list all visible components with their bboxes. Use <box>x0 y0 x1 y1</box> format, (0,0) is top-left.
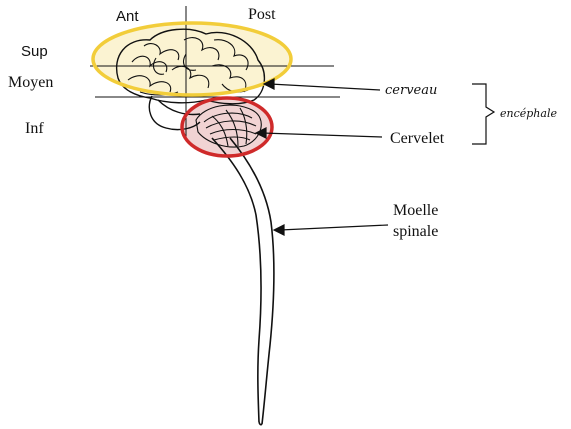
pointer-arrows <box>256 79 388 235</box>
cerveau-pointer-line <box>270 84 380 90</box>
label-cervelet: Cervelet <box>390 130 445 147</box>
moelle-pointer-line <box>280 225 388 230</box>
label-middle: Moyen <box>8 74 53 91</box>
label-moelle-line1: Moelle <box>393 202 438 219</box>
cervelet-pointer-line <box>262 133 382 137</box>
label-moelle-line2: spinale <box>393 223 438 240</box>
spinal-cord <box>212 138 274 425</box>
label-anterior: Ant <box>116 8 139 25</box>
label-encephale: encéphale <box>500 107 557 120</box>
label-superior: Sup <box>21 43 48 60</box>
label-cerveau: cerveau <box>385 83 437 98</box>
moelle-pointer-arrowhead <box>274 225 284 235</box>
label-posterior: Post <box>248 6 276 23</box>
label-inferior: Inf <box>25 120 44 137</box>
encephale-bracket <box>472 84 494 144</box>
